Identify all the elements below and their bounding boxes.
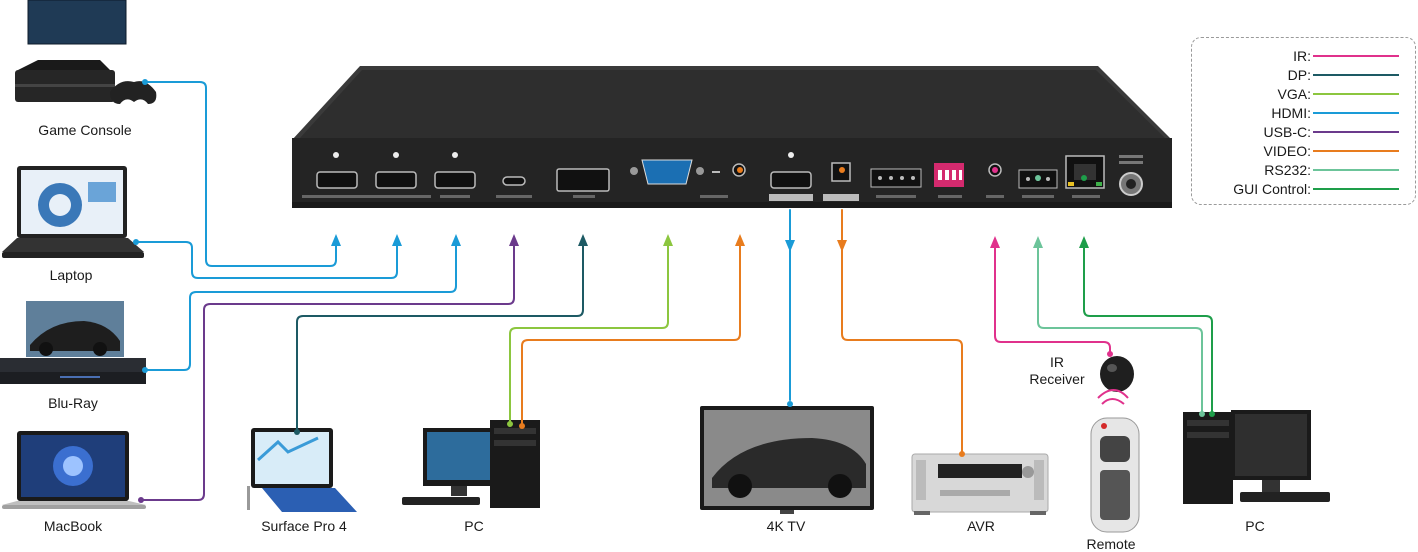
legend-swatch <box>1313 74 1399 76</box>
label-remote: Remote <box>1086 536 1136 552</box>
arrow-usbc-in <box>509 234 519 246</box>
hdmi-output-port <box>769 171 813 201</box>
bluray-image <box>0 301 146 384</box>
cable-gui-control-pc <box>1083 239 1213 413</box>
legend-swatch <box>1313 169 1399 171</box>
pc-left-image <box>402 420 540 508</box>
label-4k-tv: 4K TV <box>766 518 806 534</box>
label-pc-right: PC <box>1245 518 1265 534</box>
dp-input-port <box>556 168 610 198</box>
surface-pro-image <box>247 428 357 512</box>
legend-item-gui-control: GUI Control: <box>1233 179 1399 199</box>
legend-label: VIDEO: <box>1263 143 1311 159</box>
cable-video-pc <box>521 241 741 425</box>
arrow-hdmi-in-3 <box>451 234 461 246</box>
legend-item-video: VIDEO: <box>1264 141 1399 161</box>
ethernet-port <box>1065 155 1105 198</box>
legend-label: USB-C: <box>1263 124 1311 140</box>
legend: IR: DP: VGA: HDMI: USB-C: VIDEO: RS232: … <box>1191 37 1416 205</box>
vga-input-port <box>630 159 728 198</box>
legend-label: GUI Control: <box>1233 181 1311 197</box>
label-avr: AVR <box>967 518 995 534</box>
label-bluray: Blu-Ray <box>48 395 98 411</box>
arrow-ir <box>990 236 1000 248</box>
cable-dp-surface <box>296 241 584 433</box>
remote-image <box>1090 389 1140 533</box>
hdmi-input-3-port <box>434 171 476 198</box>
ir-receiver-image <box>1100 356 1134 392</box>
legend-item-vga: VGA: <box>1278 84 1399 104</box>
cable-rs232-pc <box>1037 239 1203 413</box>
pc-right-image <box>1183 410 1330 504</box>
arrow-gui-control <box>1079 236 1089 248</box>
legend-label: VGA: <box>1277 86 1311 102</box>
legend-item-hdmi: HDMI: <box>1271 103 1399 123</box>
label-game-console: Game Console <box>38 122 132 138</box>
hdmi-input-2-port <box>361 171 431 198</box>
legend-swatch <box>1313 93 1399 95</box>
macbook-image <box>2 431 146 509</box>
label-laptop: Laptop <box>49 267 93 283</box>
cable-hdmi-laptop <box>135 241 398 279</box>
hdmi-input-1-port <box>302 171 372 198</box>
label-macbook: MacBook <box>43 518 103 534</box>
cable-ir-receiver <box>994 239 1111 355</box>
legend-label: RS232: <box>1264 162 1311 178</box>
label-ir-line-1: IR <box>1050 354 1064 370</box>
legend-swatch <box>1313 55 1399 57</box>
cable-usbc-macbook <box>140 241 515 501</box>
tv-image <box>700 406 874 514</box>
dc-power-port <box>1119 155 1143 196</box>
legend-item-ir: IR: <box>1293 46 1399 66</box>
arrow-hdmi-in-1 <box>331 234 341 246</box>
arrow-vga-in <box>663 234 673 246</box>
legend-swatch <box>1313 150 1399 152</box>
game-console-image <box>15 0 157 104</box>
legend-label: HDMI: <box>1271 105 1311 121</box>
cable-hdmi-game-console <box>144 81 337 267</box>
legend-item-usbc: USB-C: <box>1264 122 1399 142</box>
legend-item-dp: DP: <box>1288 65 1399 85</box>
arrow-hdmi-out <box>785 240 795 252</box>
legend-swatch <box>1313 112 1399 114</box>
arrow-audio-in <box>735 234 745 246</box>
cable-vga-pc <box>509 241 669 423</box>
cable-hdmi-bluray <box>144 241 457 371</box>
arrow-rs232 <box>1033 236 1043 248</box>
legend-swatch <box>1313 131 1399 133</box>
arrow-hdmi-in-2 <box>392 234 402 246</box>
legend-label: DP: <box>1287 67 1311 83</box>
avr-image <box>911 453 1049 515</box>
arrow-dp-in <box>578 234 588 246</box>
label-ir-line-2: Receiver <box>1029 371 1085 387</box>
legend-item-rs232: RS232: <box>1264 160 1399 180</box>
legend-label: IR: <box>1293 48 1311 64</box>
dip-switch <box>934 163 964 198</box>
label-surface-pro: Surface Pro 4 <box>261 518 347 534</box>
cable-video-avr <box>841 209 963 453</box>
laptop-image <box>2 166 144 258</box>
terminal-block-port <box>870 168 922 198</box>
arrow-optical-out <box>837 240 847 252</box>
label-pc-left: PC <box>464 518 484 534</box>
legend-swatch <box>1313 188 1399 190</box>
usbc-input-port <box>496 176 532 198</box>
